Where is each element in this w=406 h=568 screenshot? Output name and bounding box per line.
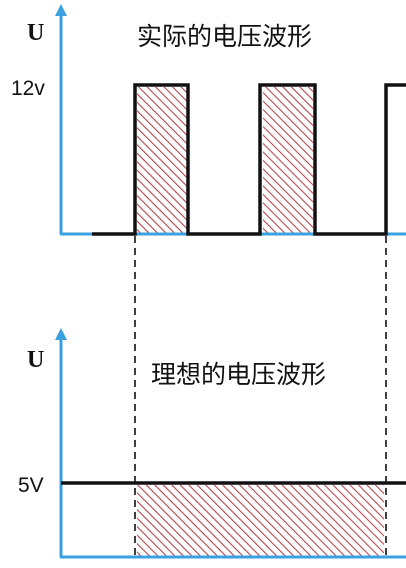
bottom-graph-title: 理想的电压波形 — [151, 360, 326, 389]
top-square-waveform — [92, 83, 406, 236]
dashed-guides — [134, 236, 387, 556]
top-y-axis-arrow-icon — [55, 4, 67, 16]
bottom-y-axis-label: U — [27, 347, 44, 373]
top-graph: U 12v 实际的电压波形 — [11, 4, 406, 236]
bottom-y-axis-arrow-icon — [55, 328, 67, 340]
top-level-label: 12v — [11, 77, 45, 100]
bottom-graph: U 5V 理想的电压波形 — [18, 328, 406, 559]
bottom-level-label: 5V — [18, 474, 44, 497]
bottom-area-fill — [137, 485, 384, 557]
top-y-axis-label: U — [27, 20, 44, 46]
top-pulse-fill-2 — [263, 87, 313, 234]
top-pulse-fill-1 — [137, 87, 187, 234]
top-graph-title: 实际的电压波形 — [137, 22, 312, 51]
